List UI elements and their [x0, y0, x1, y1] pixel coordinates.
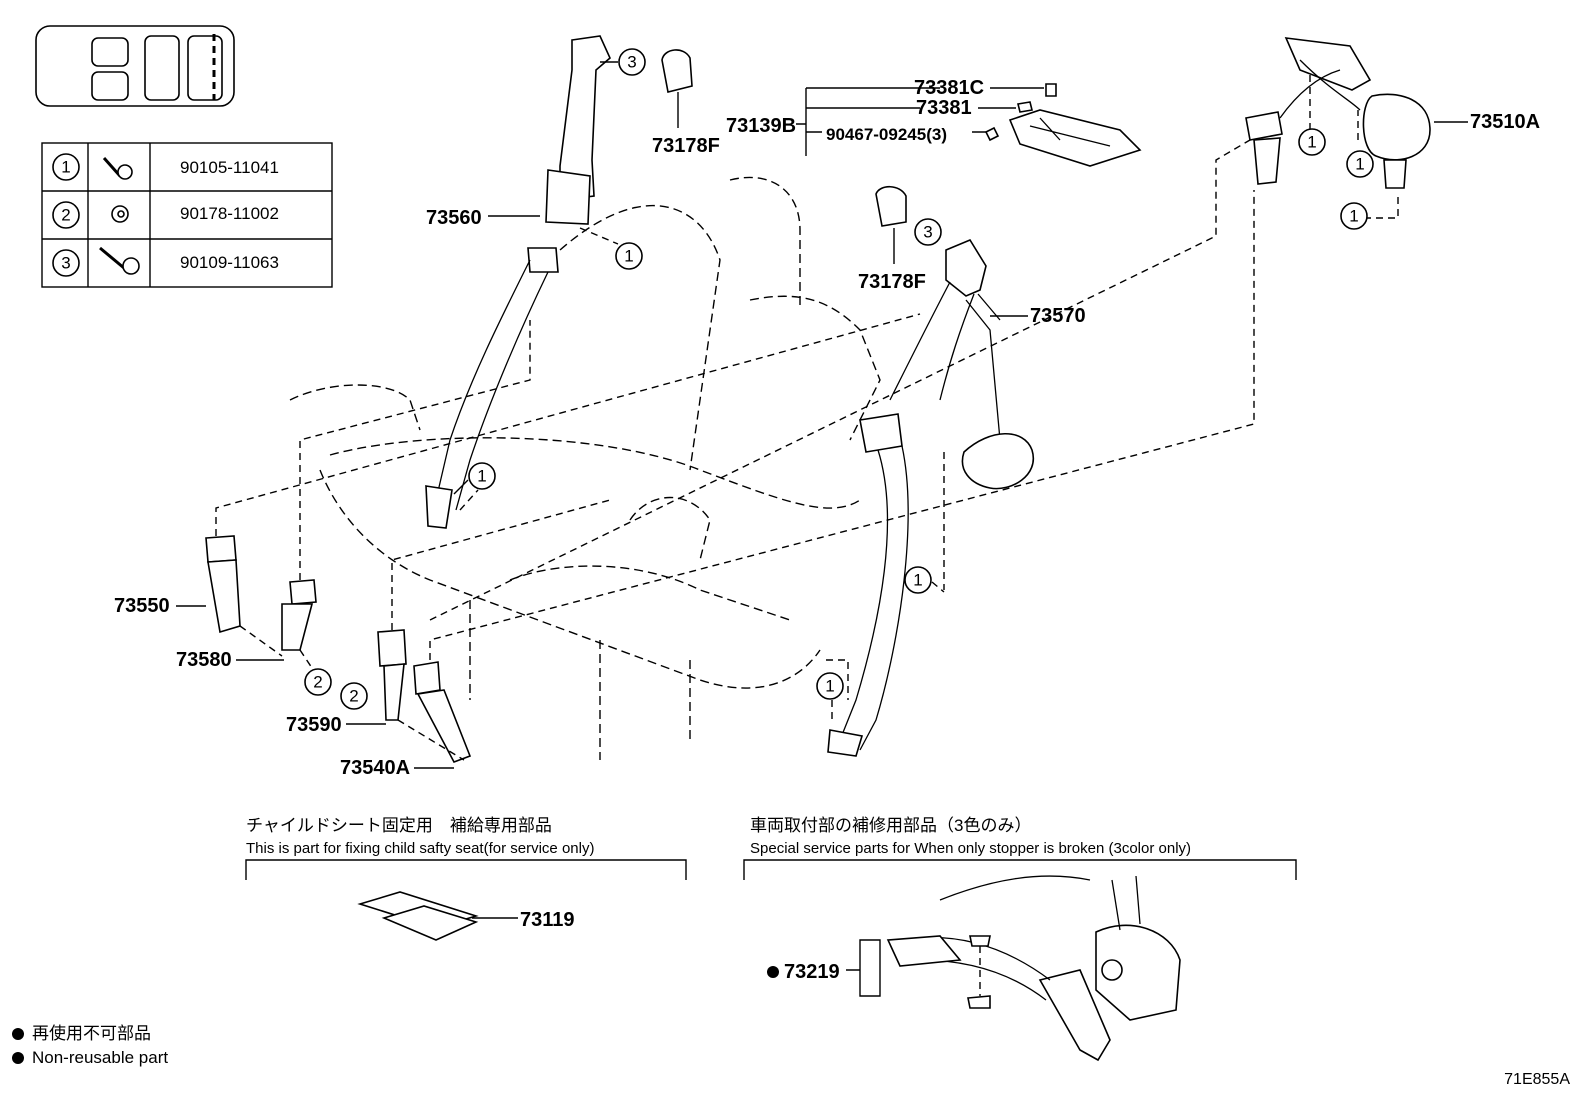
section-stopper: 車両取付部の補修用部品（3色のみ） Special service parts …: [743, 816, 1297, 1062]
vehicle-locator-icon: [35, 25, 235, 107]
buckle-73540A: [413, 661, 472, 763]
label-73590: 73590: [286, 714, 342, 736]
callout-1-b: 1: [468, 462, 496, 490]
svg-text:2: 2: [61, 206, 70, 225]
legend-part-3: 90109-11063: [180, 253, 279, 272]
svg-text:2: 2: [313, 673, 322, 692]
cover-assembly-73139B: [984, 83, 1142, 167]
label-73381: 73381: [916, 97, 972, 119]
dashed-leaders: [215, 70, 1399, 761]
callout-1-c: 1: [1298, 128, 1326, 156]
svg-text:2: 2: [349, 687, 358, 706]
bracket-73139B: [796, 87, 1044, 156]
svg-text:3: 3: [61, 254, 70, 273]
retractor-73510A: [1245, 37, 1431, 189]
seat-belt-73570: [827, 238, 1035, 757]
belt-cover-73178F-a: [661, 49, 693, 93]
svg-text:1: 1: [624, 247, 633, 266]
fastener-legend-table: 1 90105-11041 2 90178-11002 3 90109-1106: [41, 142, 333, 288]
figure-id: 71E855A: [1504, 1071, 1570, 1088]
label-73119: 73119: [520, 909, 575, 931]
svg-text:1: 1: [1307, 133, 1316, 152]
legend-row-3: 3 90109-11063: [52, 246, 279, 277]
callout-3-b: 3: [914, 218, 942, 246]
bullet-icon: [12, 1028, 24, 1040]
section-stopper-jp: 車両取付部の補修用部品（3色のみ）: [750, 816, 1031, 835]
label-73550: 73550: [114, 595, 170, 617]
note-jp: 再使用不可部品: [12, 1022, 168, 1046]
plate-73119: [357, 891, 479, 941]
svg-text:3: 3: [627, 53, 636, 72]
label-90467-09245: 90467-09245(3): [826, 125, 947, 144]
callout-2-b: 2: [340, 682, 368, 710]
label-73570: 73570: [1030, 305, 1086, 327]
callout-2-a: 2: [304, 668, 332, 696]
seat-belt-73560: [425, 35, 611, 529]
label-73560: 73560: [426, 207, 482, 229]
shoulder-bolt-icon: [99, 246, 140, 275]
legend-row-1: 1 90105-11041: [52, 153, 279, 181]
label-73510A: 73510A: [1470, 111, 1540, 133]
label-73540A: 73540A: [340, 757, 410, 779]
legend-part-2: 90178-11002: [180, 204, 279, 223]
legend-part-1: 90105-11041: [180, 158, 279, 177]
label-73580: 73580: [176, 649, 232, 671]
stopper-assembly-drawing: [886, 875, 1181, 1062]
callout-1-a: 1: [615, 242, 643, 270]
section-child-seat: チャイルドシート固定用 補給専用部品 This is part for fixi…: [245, 816, 687, 941]
section-child-seat-en: This is part for fixing child safty seat…: [246, 840, 594, 857]
svg-text:3: 3: [923, 223, 932, 242]
label-73219: 73219: [784, 961, 840, 983]
callout-1-e: 1: [1340, 202, 1368, 230]
label-73178F-a: 73178F: [652, 135, 720, 157]
section-stopper-en: Special service parts for When only stop…: [750, 840, 1191, 857]
svg-text:1: 1: [1349, 207, 1358, 226]
note-en: Non-reusable part: [12, 1046, 168, 1070]
label-73139B: 73139B: [726, 115, 796, 137]
nut-icon: [111, 205, 129, 223]
belt-cover-73178F-b: [875, 185, 907, 227]
bolt-icon: [102, 157, 133, 180]
svg-text:1: 1: [825, 677, 834, 696]
callout-1-f: 1: [904, 566, 932, 594]
section-child-seat-jp: チャイルドシート固定用 補給専用部品: [246, 816, 552, 835]
label-73178F-b: 73178F: [858, 271, 926, 293]
buckle-73550: [205, 535, 241, 634]
buckle-73580: [281, 579, 317, 651]
svg-text:1: 1: [61, 158, 70, 177]
svg-text:1: 1: [1355, 155, 1364, 174]
svg-text:1: 1: [913, 571, 922, 590]
callout-1-g: 1: [816, 672, 844, 700]
callout-1-d: 1: [1346, 150, 1374, 178]
notes: 再使用不可部品 Non-reusable part: [12, 1022, 168, 1070]
seat-outline: [289, 176, 881, 760]
buckle-73590: [377, 629, 407, 721]
svg-text:1: 1: [477, 467, 486, 486]
callout-3-a: 3: [618, 48, 646, 76]
legend-row-2: 2 90178-11002: [52, 201, 279, 229]
label-73381C: 73381C: [914, 77, 984, 99]
non-reusable-marker: [767, 966, 779, 978]
leader-lines: [176, 61, 1468, 769]
bullet-icon: [12, 1052, 24, 1064]
